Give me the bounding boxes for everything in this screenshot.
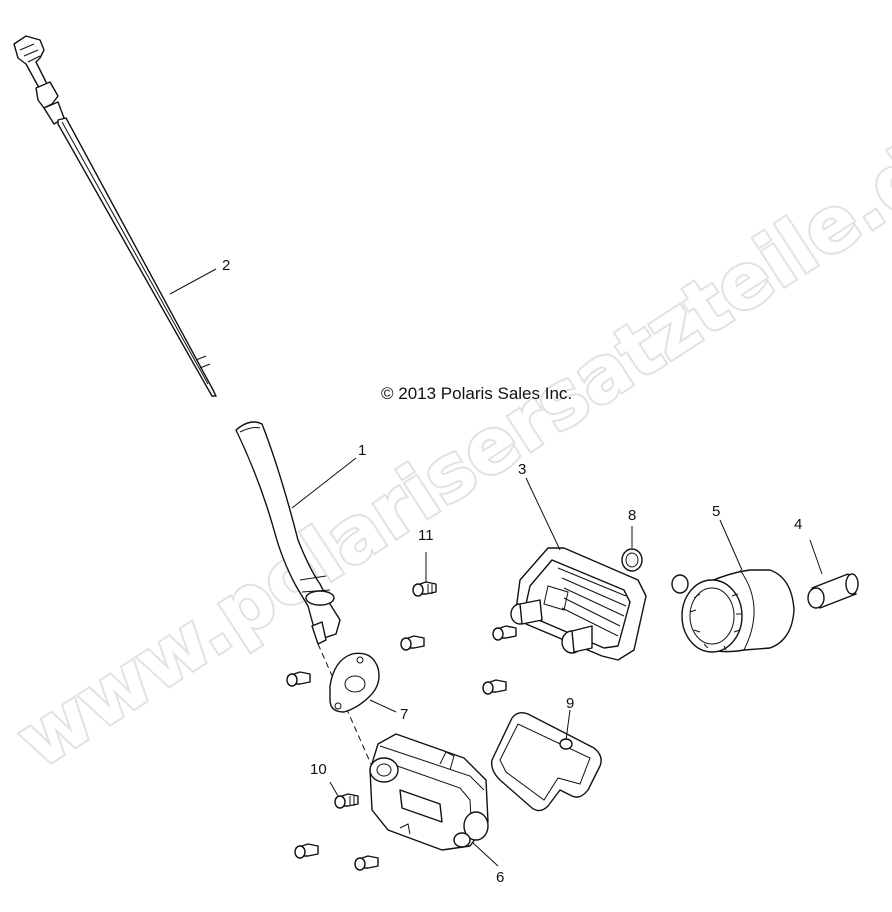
callout-10: 10 xyxy=(310,761,327,778)
leader-2 xyxy=(169,268,217,295)
copyright-text: © 2013 Polaris Sales Inc. xyxy=(381,384,572,403)
o-ring-part xyxy=(621,548,643,572)
leader-4 xyxy=(809,539,823,575)
seal-part xyxy=(490,711,602,812)
callout-6: 6 xyxy=(496,869,504,886)
callout-9: 9 xyxy=(566,695,574,712)
screw-part xyxy=(482,679,507,695)
leader-7 xyxy=(369,699,397,713)
screw-part xyxy=(286,671,311,687)
screw-11-part xyxy=(412,581,437,597)
callout-8: 8 xyxy=(628,507,636,524)
oil-cooler-part xyxy=(510,547,647,661)
callout-3: 3 xyxy=(518,461,526,478)
filter-o-ring-part xyxy=(671,574,689,594)
oil-filter-part xyxy=(681,569,795,653)
leader-3 xyxy=(525,477,561,551)
leader-10 xyxy=(329,781,339,797)
leader-1 xyxy=(291,457,357,509)
callout-5: 5 xyxy=(712,503,720,520)
gasket-part xyxy=(329,652,380,713)
screw-10-part xyxy=(334,793,359,809)
leader-6 xyxy=(471,841,499,867)
screw-part xyxy=(354,855,379,871)
watermark-text: www.polarisersatzteile.de xyxy=(1,101,892,786)
leader-5 xyxy=(719,519,743,571)
screw-part xyxy=(492,625,517,641)
dipstick-tube-part xyxy=(235,421,341,645)
callout-4: 4 xyxy=(794,516,802,533)
callout-11: 11 xyxy=(418,527,434,544)
callout-2: 2 xyxy=(222,257,230,274)
dipstick-part xyxy=(13,35,217,397)
callout-1: 1 xyxy=(358,442,366,459)
adapter-housing-part xyxy=(369,733,489,851)
callout-7: 7 xyxy=(400,706,408,723)
assembly-centerline xyxy=(317,643,379,781)
nipple-part xyxy=(807,573,859,609)
leader-9 xyxy=(565,709,571,741)
screw-part xyxy=(400,635,425,651)
screw-part xyxy=(294,843,319,859)
